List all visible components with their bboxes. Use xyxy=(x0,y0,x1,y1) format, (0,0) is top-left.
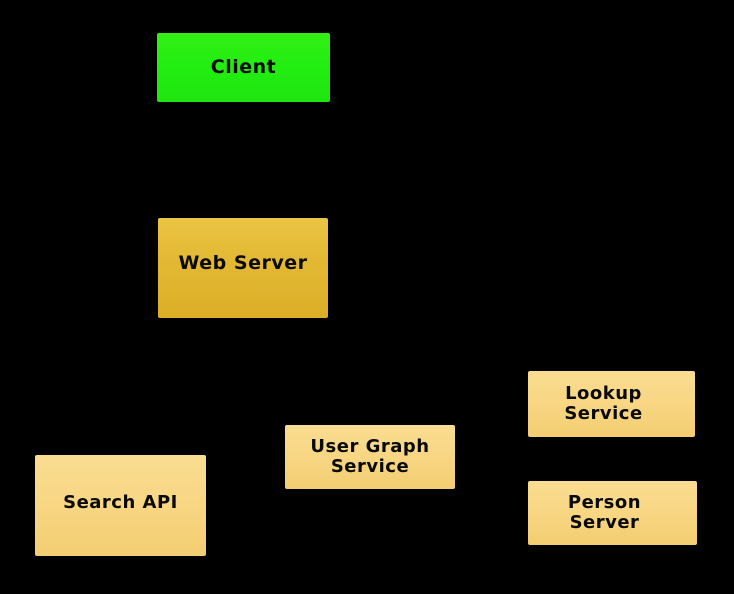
diagram-node-search-api-label: Search API xyxy=(63,492,178,514)
diagram-node-search-api[interactable]: Search API xyxy=(35,455,206,556)
diagram-node-person-server-label: Person Server xyxy=(567,491,642,533)
diagram-node-user-graph-service-label: User Graph Service xyxy=(310,435,430,477)
diagram-node-person-server[interactable]: Person Server xyxy=(528,481,697,545)
diagram-node-web-server-label: Web Server xyxy=(178,252,308,275)
diagram-node-lookup-service-label: Lookup Service xyxy=(564,382,643,424)
diagram-node-user-graph-service[interactable]: User Graph Service xyxy=(285,425,455,489)
diagram-node-client-label: Client xyxy=(210,55,277,78)
diagram-node-web-server[interactable]: Web Server xyxy=(158,218,328,318)
diagram-node-lookup-service[interactable]: Lookup Service xyxy=(528,371,695,437)
diagram-node-client[interactable]: Client xyxy=(157,33,330,102)
